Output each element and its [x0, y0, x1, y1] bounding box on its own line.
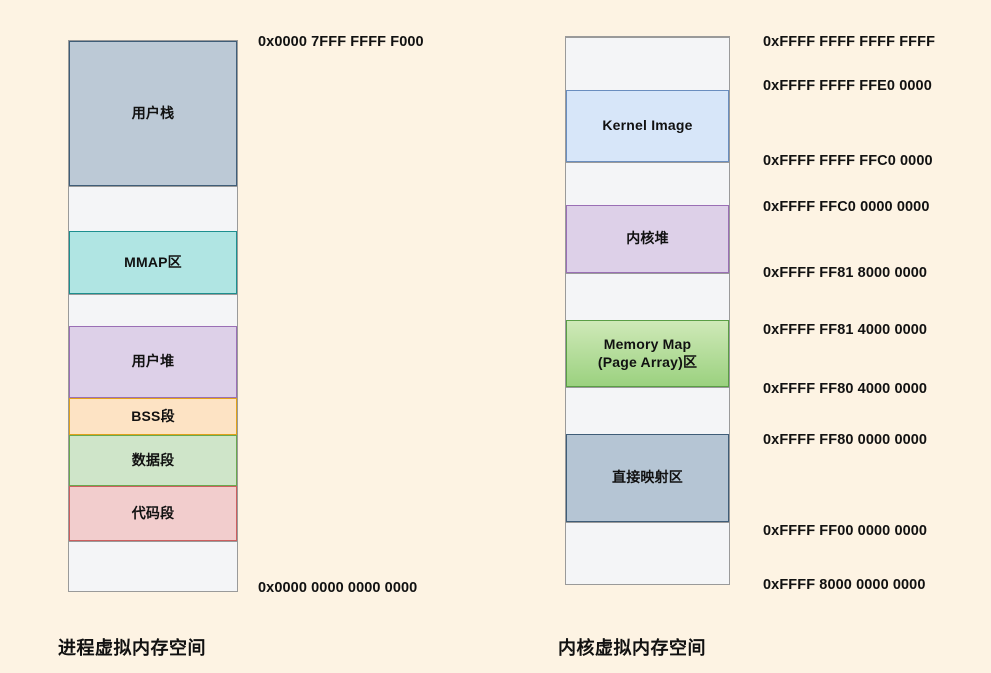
kernel-block-label: 内核堆 [626, 230, 669, 247]
kernel-address-1: 0xFFFF FFFF FFE0 0000 [763, 78, 932, 94]
kernel-address-0: 0xFFFF FFFF FFFF FFFF [763, 34, 936, 50]
kernel-address-7: 0xFFFF FF80 0000 0000 [763, 432, 928, 448]
kernel-memory-column: Kernel Image 内核堆 Memory Map(Page Array)区直接… [565, 36, 730, 585]
process-memory-column: 用户栈 MMAP区用户堆 BSS段数据段代码段 [68, 40, 238, 592]
kernel-address-6: 0xFFFF FF80 4000 0000 [763, 381, 928, 397]
process-block-gap-3 [69, 294, 237, 326]
kernel-space-caption: 内核虚拟内存空间 [558, 638, 706, 658]
process-block-gap-8 [69, 541, 237, 591]
kernel-address-8: 0xFFFF FF00 0000 0000 [763, 523, 928, 539]
kernel-block-gap-0 [566, 37, 729, 90]
kernel-block-内核堆: 内核堆 [566, 205, 729, 273]
process-block-用户栈: 用户栈 [69, 41, 237, 186]
kernel-address-5: 0xFFFF FF81 4000 0000 [763, 322, 928, 338]
kernel-address-3: 0xFFFF FFC0 0000 0000 [763, 199, 930, 215]
kernel-address-4: 0xFFFF FF81 8000 0000 [763, 265, 928, 281]
kernel-block-label: Memory Map(Page Array)区 [597, 336, 698, 370]
kernel-address-2: 0xFFFF FFFF FFC0 0000 [763, 153, 933, 169]
kernel-block-memory-map: Memory Map(Page Array)区 [566, 320, 729, 387]
process-bottom-address: 0x0000 0000 0000 0000 [258, 580, 418, 596]
process-block-数据段: 数据段 [69, 435, 237, 486]
process-block-bss段: BSS段 [69, 398, 237, 435]
process-block-label: MMAP区 [124, 253, 182, 270]
kernel-block-gap-8 [566, 522, 729, 580]
process-space-caption: 进程虚拟内存空间 [58, 638, 206, 658]
process-block-label: 数据段 [131, 451, 175, 468]
process-block-label: 用户栈 [131, 104, 175, 121]
process-block-label: 用户堆 [131, 353, 175, 370]
kernel-block-label: 直接映射区 [612, 469, 683, 486]
kernel-block-gap-4 [566, 273, 729, 320]
process-block-用户堆: 用户堆 [69, 326, 237, 398]
kernel-block-kernel-image: Kernel Image [566, 90, 729, 162]
process-top-address: 0x0000 7FFF FFFF F000 [258, 34, 424, 50]
process-block-代码段: 代码段 [69, 486, 237, 541]
kernel-address-9: 0xFFFF 8000 0000 0000 [763, 577, 926, 593]
process-block-label: BSS段 [131, 407, 175, 424]
process-block-gap-1 [69, 186, 237, 231]
kernel-block-gap-2 [566, 162, 729, 205]
process-block-mmap区: MMAP区 [69, 231, 237, 294]
kernel-block-直接映射区: 直接映射区 [566, 434, 729, 522]
process-block-label: 代码段 [131, 504, 175, 521]
kernel-block-gap-6 [566, 387, 729, 434]
kernel-block-label: Kernel Image [602, 117, 693, 134]
